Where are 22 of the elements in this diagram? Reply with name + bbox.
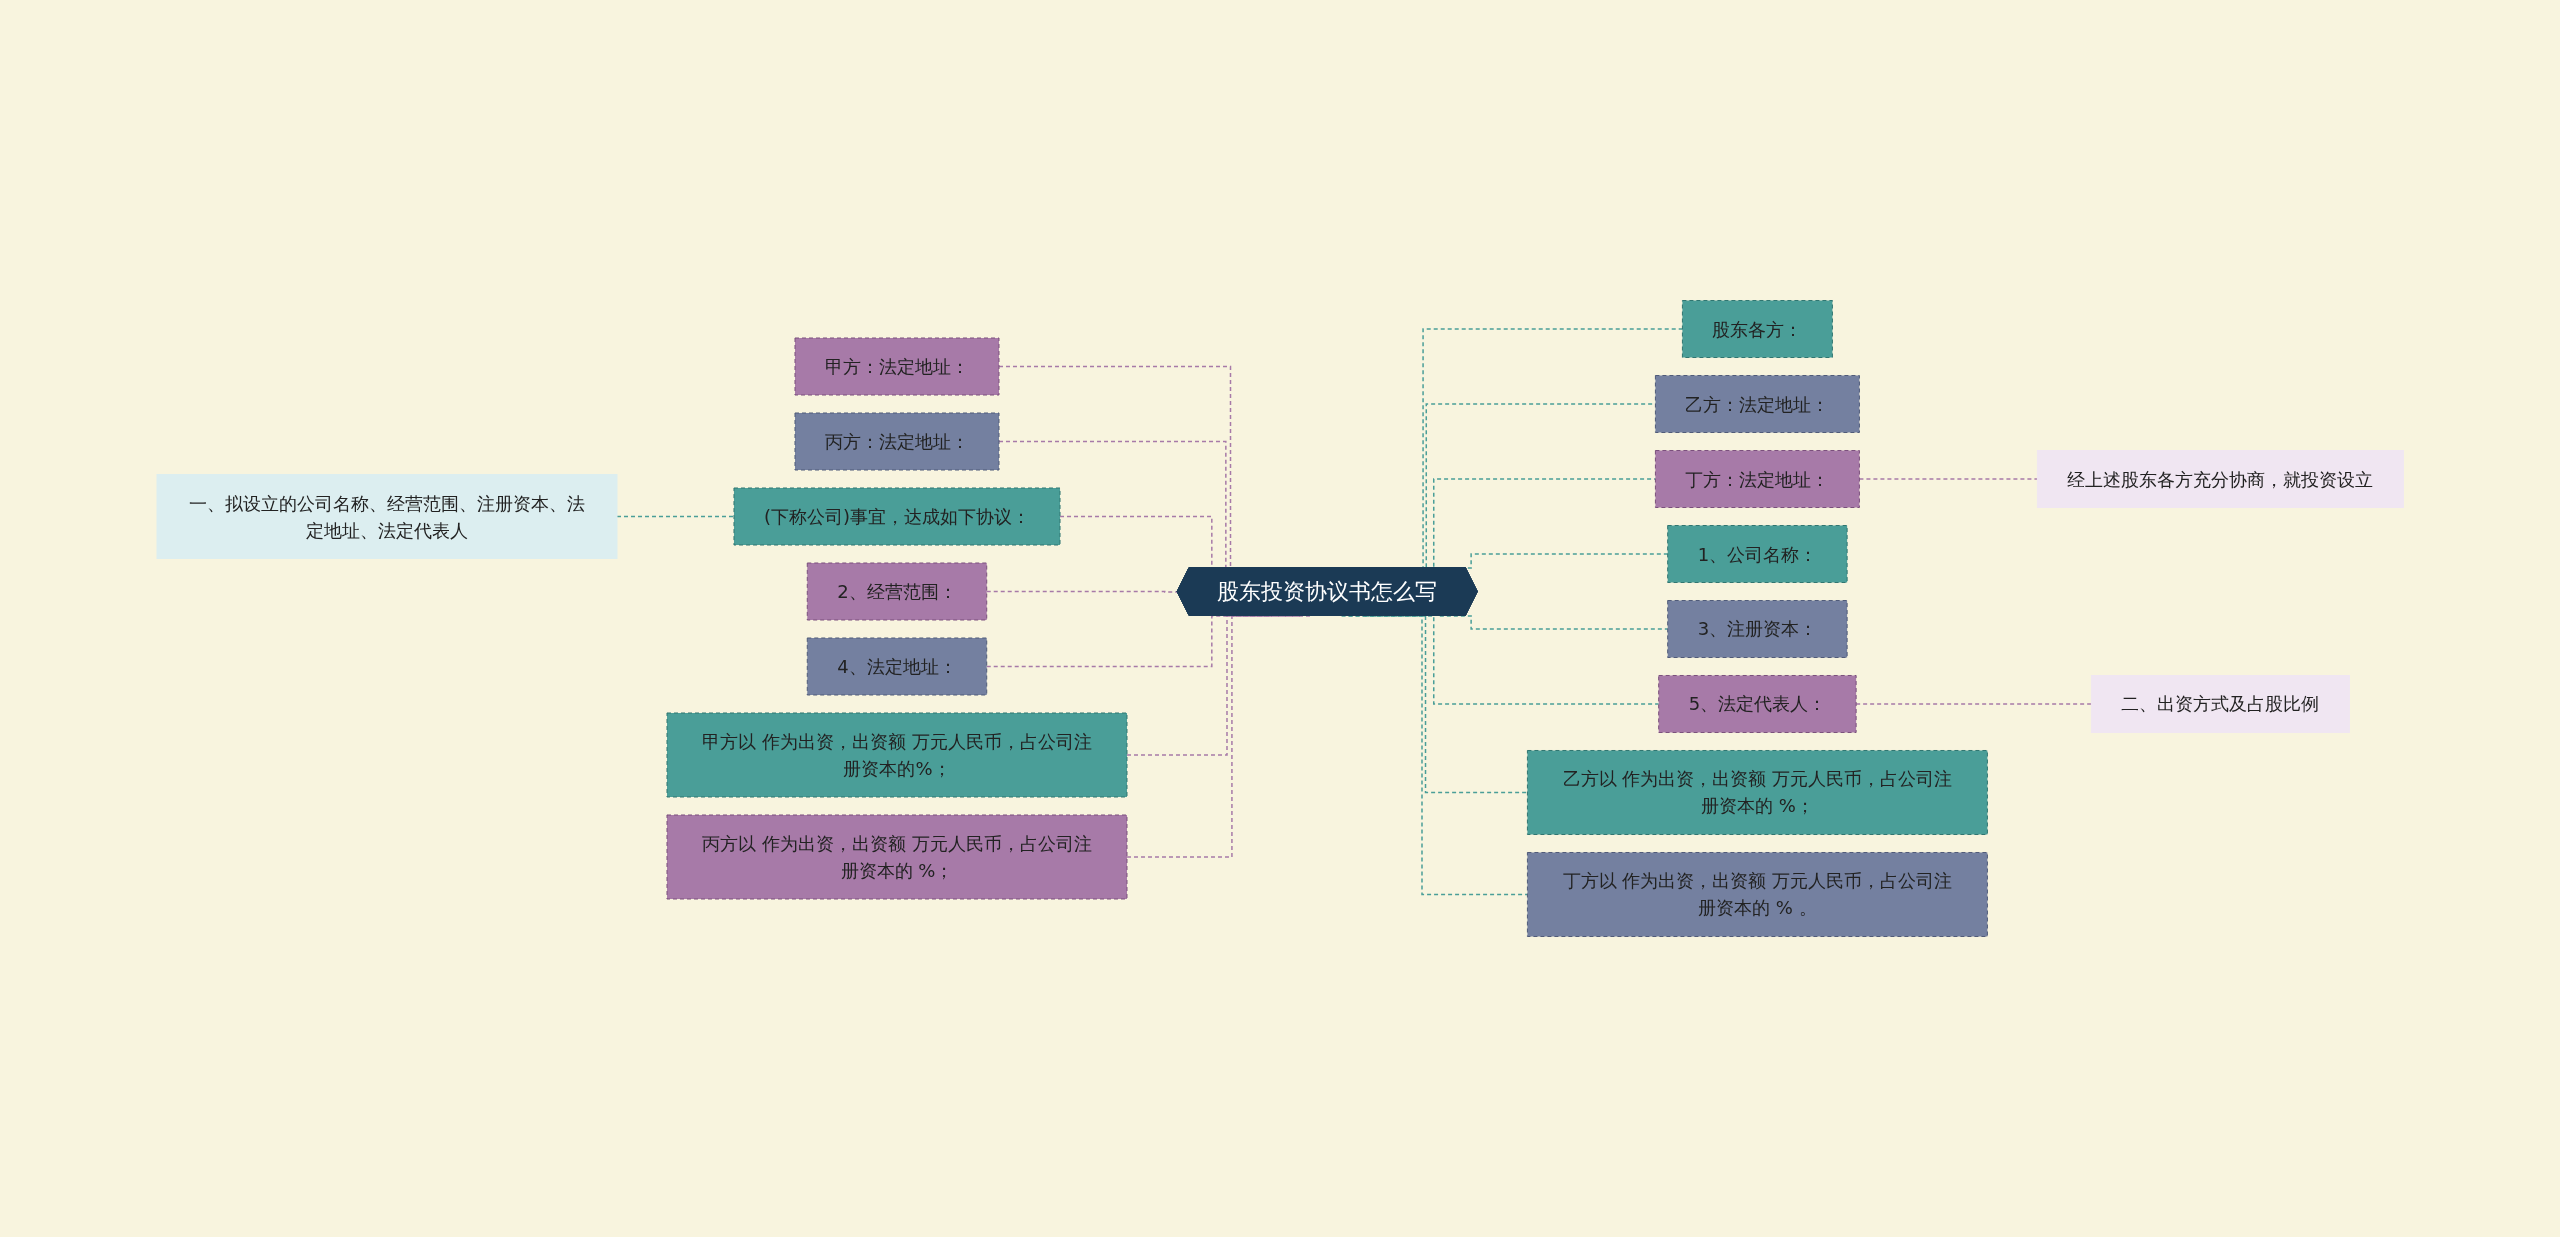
node-box: 甲方以 作为出资，出资额 万元人民币，占公司注册资本的%； (666, 712, 1128, 798)
connector (1855, 703, 2092, 705)
node-box: 乙方以 作为出资，出资额 万元人民币，占公司注册资本的 %； (1526, 750, 1988, 835)
node-box: 丙方：法定地址： (794, 412, 1000, 471)
connector (1858, 478, 2038, 480)
node-box: 5、法定代表人： (1658, 675, 1857, 733)
node-box: 乙方：法定地址： (1654, 375, 1860, 433)
node-box: 二、出资方式及占股比例 (2090, 675, 2350, 733)
node-box: 丁方：法定地址： (1654, 450, 1860, 508)
node-box: 2、经营范围： (806, 562, 987, 621)
connector (616, 515, 735, 518)
node-box: 4、法定地址： (806, 637, 987, 696)
node-box: 甲方：法定地址： (794, 337, 1000, 396)
node-box: 股东各方： (1681, 300, 1833, 358)
connector (985, 590, 1179, 593)
node-box: 丁方以 作为出资，出资额 万元人民币，占公司注册资本的 % 。 (1526, 852, 1988, 937)
node-box: 一、拟设立的公司名称、经营范围、注册资本、法定地址、法定代表人 (156, 474, 618, 559)
node-box: 1、公司名称： (1667, 525, 1848, 583)
node-box: 丙方以 作为出资，出资额 万元人民币，占公司注册资本的 %； (666, 814, 1128, 900)
node-box: (下称公司)事宜，达成如下协议： (733, 487, 1061, 546)
node-box: 3、注册资本： (1667, 600, 1848, 658)
node-box: 经上述股东各方充分协商，就投资设立 (2036, 450, 2404, 508)
